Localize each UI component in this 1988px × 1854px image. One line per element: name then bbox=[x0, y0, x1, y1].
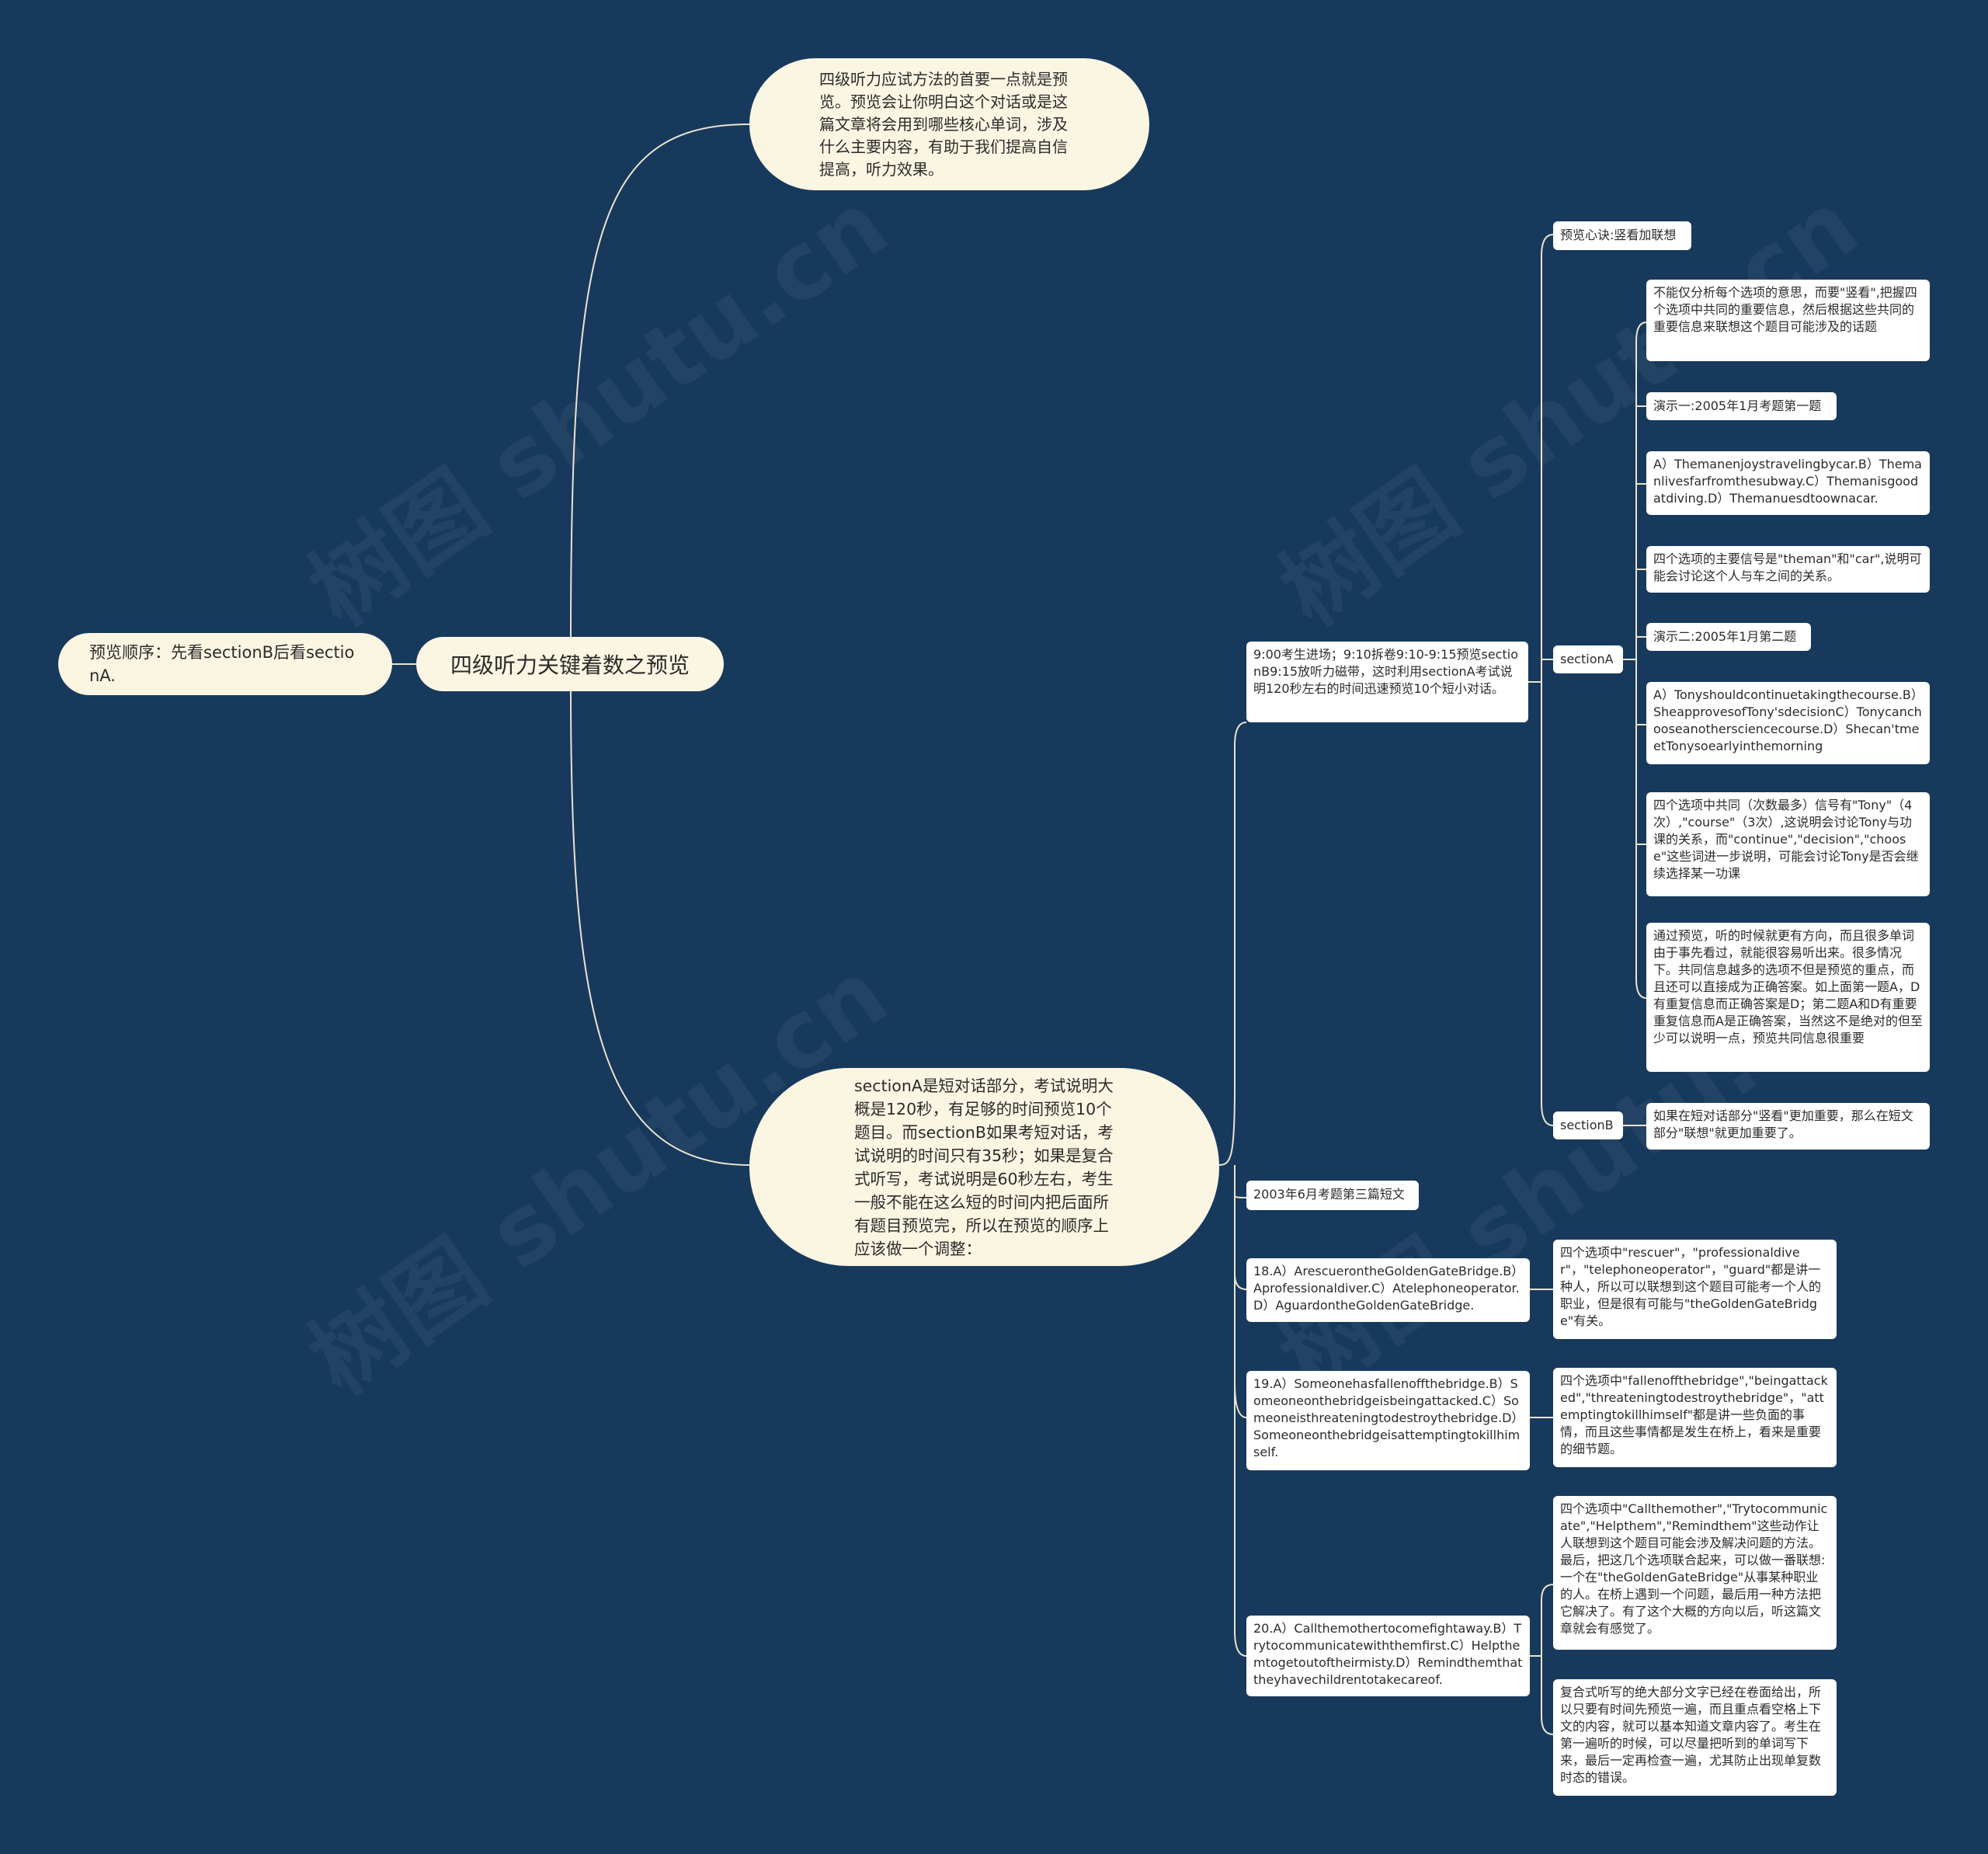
mnemonic-node[interactable]: 预览心诀:竖看加联想 bbox=[1553, 221, 1691, 250]
q20-note-2[interactable]: 复合式听写的绝大部分文字已经在卷面给出，所以只要有时间先预览一遍，而且重点看空格… bbox=[1553, 1679, 1837, 1796]
root-text: 四级听力关键着数之预览 bbox=[450, 652, 690, 678]
section-a-item-3-text: A）Themanenjoystravelingbycar.B）Themanliv… bbox=[1653, 457, 1922, 506]
intro-text: 四级听力应试方法的首要一点就是预览。预览会让你明白这个对话或是这篇文章将会用到哪… bbox=[819, 69, 1068, 179]
preview-order-text: 预览顺序：先看sectionB后看sectionA. bbox=[89, 643, 355, 685]
section-a-item-3[interactable]: A）Themanenjoystravelingbycar.B）Themanliv… bbox=[1646, 451, 1930, 515]
section-a-item-7-text: 四个选项中共同（次数最多）信号有"Tony"（4次）,"course"（3次）,… bbox=[1653, 798, 1919, 881]
sections-note-text: sectionA是短对话部分，考试说明大概是120秒，有足够的时间预览10个题目… bbox=[854, 1076, 1114, 1258]
exam-2003-text: 2003年6月考题第三篇短文 bbox=[1253, 1187, 1405, 1202]
q20-node[interactable]: 20.A）Callthemothertocomefightaway.B）Tryt… bbox=[1246, 1616, 1530, 1696]
q20-note-1[interactable]: 四个选项中"Callthemother","Trytocommunicate",… bbox=[1553, 1496, 1837, 1650]
section-a-item-5[interactable]: 演示二:2005年1月第二题 bbox=[1646, 623, 1811, 651]
preview-order-node[interactable]: 预览顺序：先看sectionB后看sectionA. bbox=[58, 633, 392, 695]
section-a-node[interactable]: sectionA bbox=[1553, 645, 1623, 673]
q18-text: 18.A）ArescuerontheGoldenGateBridge.B）Apr… bbox=[1253, 1264, 1520, 1313]
q20-text: 20.A）Callthemothertocomefightaway.B）Tryt… bbox=[1253, 1621, 1523, 1687]
intro-node[interactable]: 四级听力应试方法的首要一点就是预览。预览会让你明白这个对话或是这篇文章将会用到哪… bbox=[749, 58, 1149, 190]
q20-note-2-text: 复合式听写的绝大部分文字已经在卷面给出，所以只要有时间先预览一遍，而且重点看空格… bbox=[1560, 1685, 1822, 1785]
schedule-text: 9:00考生进场；9:10拆卷9:10-9:15预览sectionB9:15放听… bbox=[1253, 647, 1518, 696]
section-a-item-4[interactable]: 四个选项的主要信号是"theman"和"car",说明可能会讨论这个人与车之间的… bbox=[1646, 546, 1930, 593]
q18-note[interactable]: 四个选项中"rescuer"，"professionaldiver"，"tele… bbox=[1553, 1240, 1837, 1339]
section-a-item-1[interactable]: 不能仅分析每个选项的意思，而要"竖看",把握四个选项中共同的重要信息，然后根据这… bbox=[1646, 280, 1930, 361]
section-a-item-6[interactable]: A）Tonyshouldcontinuetakingthecourse.B）Sh… bbox=[1646, 682, 1930, 764]
section-a-label: sectionA bbox=[1560, 652, 1614, 666]
section-a-item-8[interactable]: 通过预览，听的时候就更有方向，而且很多单词由于事先看过，就能很容易听出来。很多情… bbox=[1646, 923, 1930, 1072]
section-a-item-6-text: A）Tonyshouldcontinuetakingthecourse.B）Sh… bbox=[1653, 687, 1922, 753]
q18-node[interactable]: 18.A）ArescuerontheGoldenGateBridge.B）Apr… bbox=[1246, 1258, 1530, 1322]
section-b-note-text: 如果在短对话部分"竖看"更加重要，那么在短文部分"联想"就更加重要了。 bbox=[1653, 1108, 1913, 1140]
mnemonic-text: 预览心诀:竖看加联想 bbox=[1560, 228, 1677, 242]
section-b-note[interactable]: 如果在短对话部分"竖看"更加重要，那么在短文部分"联想"就更加重要了。 bbox=[1646, 1103, 1930, 1150]
q19-text: 19.A）Someonehasfallenoffthebridge.B）Some… bbox=[1253, 1376, 1521, 1459]
schedule-node[interactable]: 9:00考生进场；9:10拆卷9:10-9:15预览sectionB9:15放听… bbox=[1246, 642, 1528, 722]
q19-note[interactable]: 四个选项中"fallenoffthebridge","beingattacked… bbox=[1553, 1368, 1837, 1467]
q19-note-text: 四个选项中"fallenoffthebridge","beingattacked… bbox=[1560, 1373, 1828, 1456]
section-a-item-1-text: 不能仅分析每个选项的意思，而要"竖看",把握四个选项中共同的重要信息，然后根据这… bbox=[1653, 285, 1917, 334]
section-a-item-7[interactable]: 四个选项中共同（次数最多）信号有"Tony"（4次）,"course"（3次）,… bbox=[1646, 792, 1930, 896]
root-node[interactable]: 四级听力关键着数之预览 bbox=[416, 637, 724, 691]
section-a-item-5-text: 演示二:2005年1月第二题 bbox=[1653, 629, 1797, 644]
q18-note-text: 四个选项中"rescuer"，"professionaldiver"，"tele… bbox=[1560, 1245, 1822, 1328]
q20-note-1-text: 四个选项中"Callthemother","Trytocommunicate",… bbox=[1560, 1501, 1828, 1636]
exam-2003-node[interactable]: 2003年6月考题第三篇短文 bbox=[1246, 1181, 1419, 1210]
q19-node[interactable]: 19.A）Someonehasfallenoffthebridge.B）Some… bbox=[1246, 1371, 1530, 1470]
sections-note-node[interactable]: sectionA是短对话部分，考试说明大概是120秒，有足够的时间预览10个题目… bbox=[749, 1068, 1219, 1266]
section-a-item-8-text: 通过预览，听的时候就更有方向，而且很多单词由于事先看过，就能很容易听出来。很多情… bbox=[1653, 928, 1923, 1045]
section-a-item-2[interactable]: 演示一:2005年1月考题第一题 bbox=[1646, 392, 1837, 420]
section-b-node[interactable]: sectionB bbox=[1553, 1111, 1623, 1139]
section-b-label: sectionB bbox=[1560, 1118, 1614, 1132]
section-a-item-4-text: 四个选项的主要信号是"theman"和"car",说明可能会讨论这个人与车之间的… bbox=[1653, 551, 1922, 583]
section-a-item-2-text: 演示一:2005年1月考题第一题 bbox=[1653, 398, 1822, 413]
